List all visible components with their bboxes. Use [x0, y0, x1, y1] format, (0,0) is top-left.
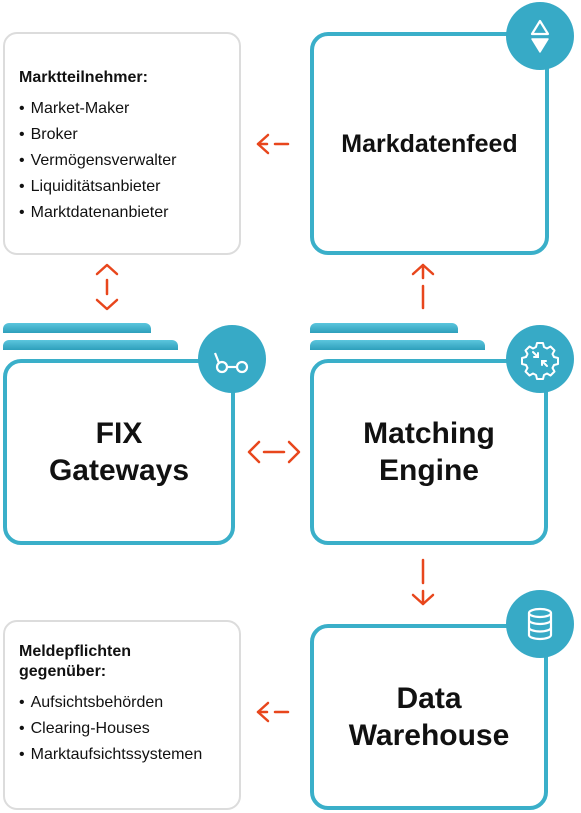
- matching-engine-label-line1: Matching: [363, 417, 495, 450]
- arrow-left-icon: [256, 701, 290, 723]
- matching-engine-label-line2: Engine: [378, 454, 479, 487]
- reporting-title-line1: Meldepflichten: [19, 643, 132, 660]
- list-item: Marktaufsichtssystemen: [19, 742, 225, 768]
- reporting-list: Aufsichtsbehörden Clearing-Houses Markta…: [19, 690, 225, 768]
- market-data-feed-box: Markdatenfeed: [310, 32, 549, 255]
- matching-engine-box: Matching Engine: [310, 359, 548, 545]
- matching-engine-stack-layer: [310, 323, 458, 333]
- arrow-left-icon: [256, 133, 290, 155]
- matching-engine-stack-layer: [310, 340, 485, 350]
- reporting-title: Meldepflichten gegenüber:: [19, 642, 225, 682]
- arrow-down-icon: [411, 558, 435, 606]
- fix-gateways-label-line2: Gateways: [48, 454, 190, 487]
- list-item: Liquiditätsanbieter: [19, 174, 225, 200]
- reporting-box: Meldepflichten gegenüber: Aufsichtsbehör…: [3, 620, 241, 810]
- up-down-triangles-icon: [506, 2, 574, 70]
- arrow-up-down-icon: [95, 263, 119, 311]
- fix-gateways-box: FIX Gateways: [3, 359, 235, 545]
- arrow-left-right-icon: [247, 440, 301, 464]
- gear-arrows-icon: [506, 325, 574, 393]
- list-item: Broker: [19, 122, 225, 148]
- list-item: Clearing-Houses: [19, 716, 225, 742]
- market-data-feed-label: Markdatenfeed: [341, 129, 518, 158]
- list-item: Marktdatenanbieter: [19, 200, 225, 226]
- list-item: Aufsichtsbehörden: [19, 690, 225, 716]
- participants-title: Marktteilnehmer:: [19, 69, 148, 86]
- fix-gateways-label-line1: FIX: [95, 417, 143, 450]
- database-icon: [506, 590, 574, 658]
- list-item: Market-Maker: [19, 96, 225, 122]
- fix-gateways-stack-layer: [3, 340, 178, 350]
- reporting-title-line2: gegenüber:: [19, 663, 107, 680]
- fix-gateways-stack-layer: [3, 323, 151, 333]
- connection-nodes-icon: [198, 325, 266, 393]
- arrow-up-icon: [411, 263, 435, 310]
- data-warehouse-label-line2: Warehouse: [348, 719, 510, 752]
- participants-box: Marktteilnehmer: Market-Maker Broker Ver…: [3, 32, 241, 255]
- participants-list: Market-Maker Broker Vermögensverwalter L…: [19, 96, 225, 226]
- data-warehouse-box: Data Warehouse: [310, 624, 548, 810]
- list-item: Vermögensverwalter: [19, 148, 225, 174]
- data-warehouse-label-line1: Data: [396, 682, 462, 715]
